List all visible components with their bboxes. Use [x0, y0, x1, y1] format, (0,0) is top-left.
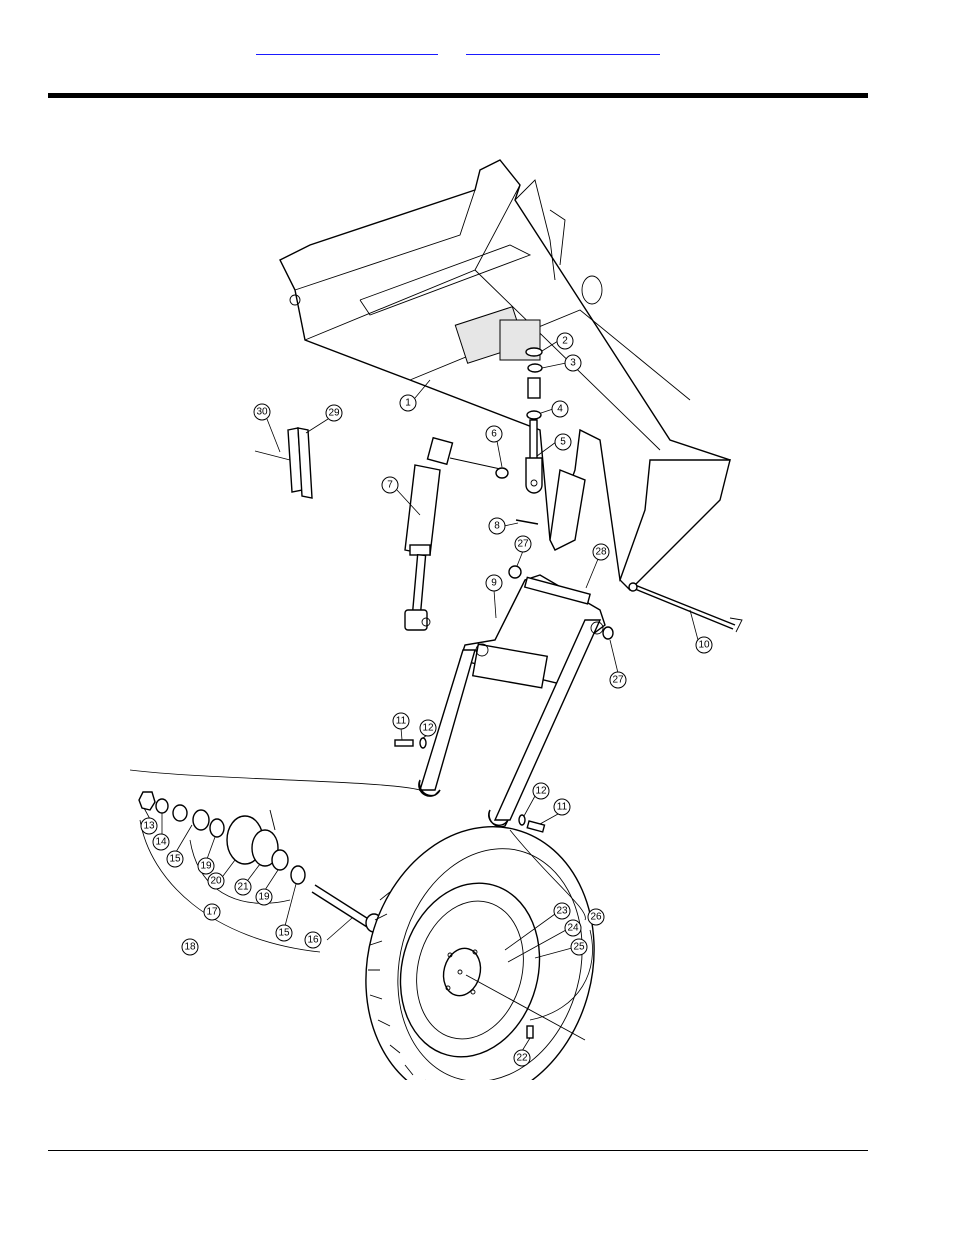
svg-text:23: 23 [556, 906, 568, 917]
svg-text:16: 16 [307, 935, 319, 946]
svg-text:21: 21 [237, 882, 249, 893]
pivot-arm [419, 575, 605, 827]
callout-27: 27 [515, 536, 531, 552]
callout-1: 1 [400, 395, 416, 411]
callout-22: 22 [514, 1050, 530, 1066]
callout-15b: 15 [276, 925, 292, 941]
svg-text:5: 5 [560, 437, 566, 448]
svg-text:12: 12 [535, 786, 547, 797]
svg-text:13: 13 [143, 821, 155, 832]
callout-19: 19 [198, 858, 214, 874]
svg-text:11: 11 [557, 802, 568, 813]
callout-20: 20 [208, 873, 224, 889]
svg-text:7: 7 [387, 480, 393, 491]
svg-text:30: 30 [256, 407, 268, 418]
callout-15: 15 [167, 851, 183, 867]
bushing [509, 566, 521, 578]
svg-text:19: 19 [258, 892, 270, 903]
svg-text:8: 8 [494, 521, 500, 532]
svg-text:4: 4 [557, 404, 563, 415]
parts-diagram: 1 2 3 4 5 6 7 8 9 10 11 12 13 14 15 16 1… [130, 140, 750, 1080]
svg-text:24: 24 [567, 923, 579, 934]
callout-13: 13 [141, 818, 157, 834]
svg-text:6: 6 [491, 429, 497, 440]
svg-text:12: 12 [422, 723, 434, 734]
svg-text:25: 25 [573, 942, 585, 953]
callout-6: 6 [486, 426, 502, 442]
svg-text:11: 11 [396, 716, 407, 727]
svg-text:29: 29 [328, 408, 340, 419]
roll-pin [516, 520, 538, 524]
svg-text:28: 28 [595, 547, 607, 558]
callout-30: 30 [254, 404, 270, 420]
hose-holder [255, 428, 312, 498]
pin-6 [496, 468, 508, 478]
svg-text:14: 14 [155, 837, 167, 848]
callout-2: 2 [557, 333, 573, 349]
hydraulic-cylinder [405, 438, 505, 630]
callout-11b: 11 [554, 799, 570, 815]
spindle [312, 885, 382, 932]
callout-12: 12 [420, 720, 436, 736]
callout-16: 16 [305, 932, 321, 948]
svg-text:27: 27 [612, 675, 624, 686]
callout-21: 21 [235, 879, 251, 895]
callout-29: 29 [326, 405, 342, 421]
footer-rule [48, 1150, 868, 1151]
callout-12b: 12 [533, 783, 549, 799]
bushing-2 [603, 627, 613, 639]
nav-link-left[interactable] [256, 40, 438, 55]
bolt-washer-upper [395, 738, 426, 748]
callout-24: 24 [565, 920, 581, 936]
callout-8: 8 [489, 518, 505, 534]
callout-19b: 19 [256, 889, 272, 905]
callout-11: 11 [393, 713, 409, 729]
lug-bolt [527, 1026, 533, 1038]
callout-25: 25 [571, 939, 587, 955]
svg-text:2: 2 [562, 336, 568, 347]
callout-7: 7 [382, 477, 398, 493]
callout-14: 14 [153, 834, 169, 850]
callout-3: 3 [565, 355, 581, 371]
svg-text:26: 26 [590, 912, 602, 923]
svg-text:22: 22 [516, 1053, 528, 1064]
svg-text:20: 20 [210, 876, 222, 887]
callout-4: 4 [552, 401, 568, 417]
svg-text:15: 15 [169, 854, 181, 865]
svg-text:17: 17 [206, 907, 218, 918]
callout-17: 17 [204, 904, 220, 920]
callout-5: 5 [555, 434, 571, 450]
nav-link-right[interactable] [466, 40, 660, 55]
svg-text:15: 15 [278, 928, 290, 939]
callout-23: 23 [554, 903, 570, 919]
callout-26: 26 [588, 909, 604, 925]
callout-9: 9 [486, 575, 502, 591]
axle-pin [629, 583, 742, 632]
svg-text:10: 10 [698, 640, 710, 651]
svg-text:1: 1 [405, 398, 411, 409]
callout-27b: 27 [610, 672, 626, 688]
callout-10: 10 [696, 637, 712, 653]
callout-18: 18 [182, 939, 198, 955]
header-rule [48, 93, 868, 98]
svg-text:27: 27 [517, 539, 529, 550]
svg-text:18: 18 [184, 942, 196, 953]
exploded-view-drawing: 1 2 3 4 5 6 7 8 9 10 11 12 13 14 15 16 1… [130, 140, 750, 1080]
svg-text:3: 3 [570, 358, 576, 369]
callout-28: 28 [593, 544, 609, 560]
svg-text:9: 9 [491, 578, 497, 589]
svg-text:19: 19 [200, 861, 212, 872]
